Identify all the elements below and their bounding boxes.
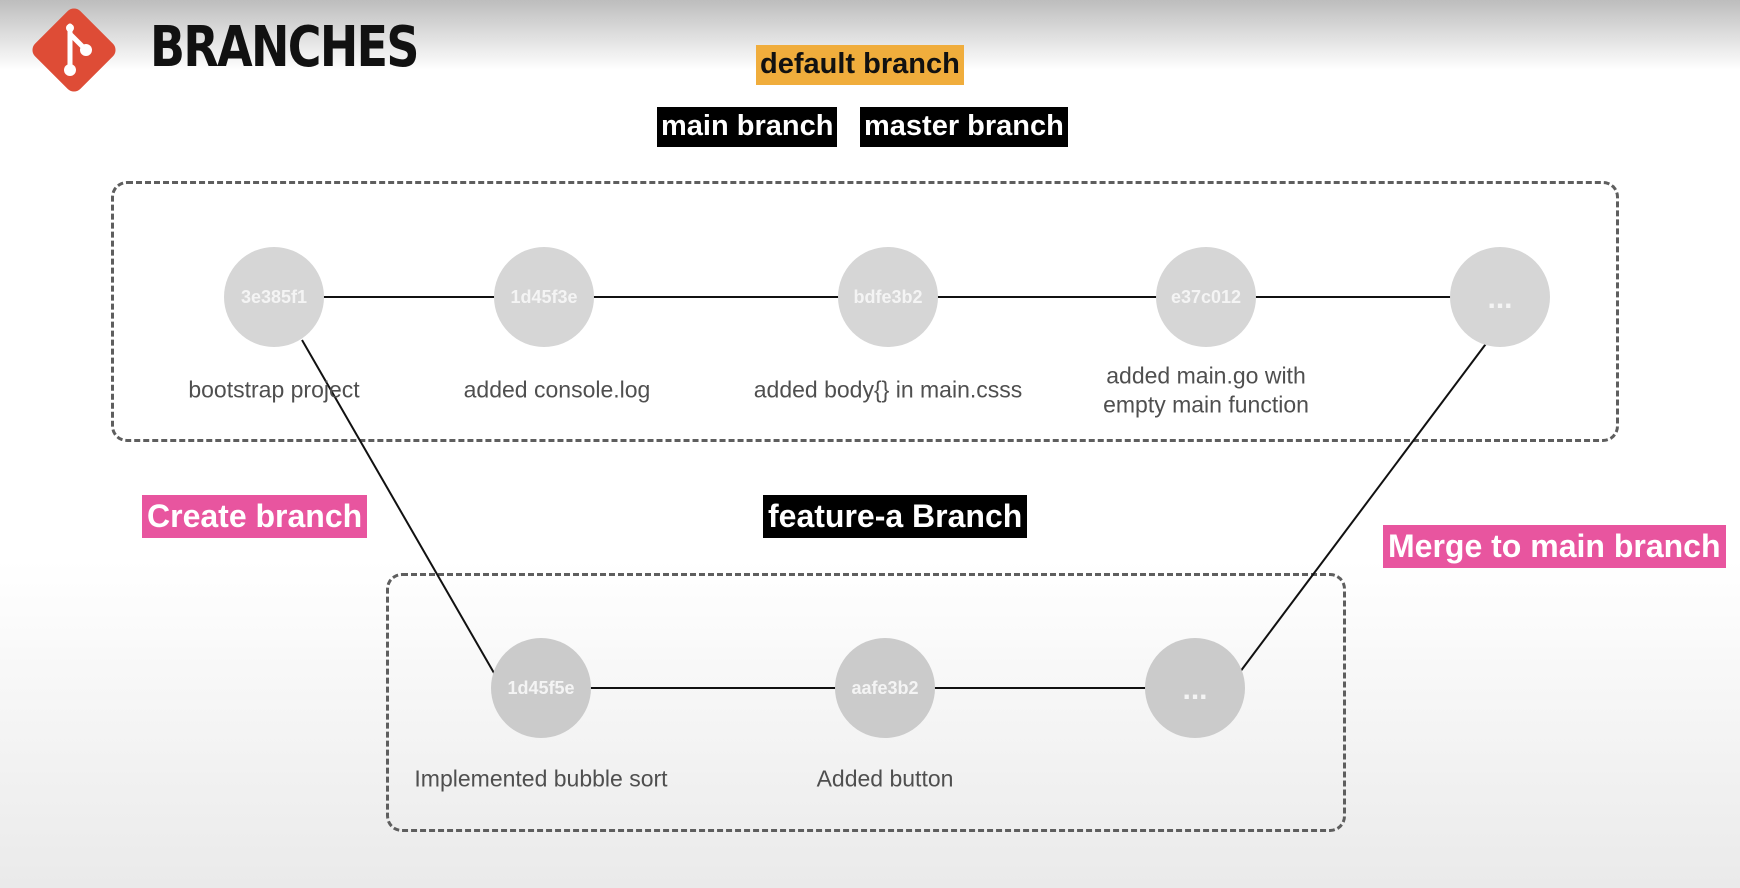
merge-tag: Merge to main branch — [1383, 525, 1726, 568]
commit-node[interactable]: e37c012 — [1156, 247, 1256, 347]
create-branch-link — [301, 339, 495, 674]
commit-node-more[interactable]: ... — [1145, 638, 1245, 738]
commit-message: added console.log — [463, 376, 651, 403]
default-branch-tag: default branch — [756, 45, 964, 85]
commit-node-more[interactable]: ... — [1450, 247, 1550, 347]
main-branch-group — [111, 181, 1619, 442]
commit-message: Added button — [816, 765, 954, 792]
feature-branch-tag: feature-a Branch — [763, 495, 1028, 538]
main-branch-tag: main branch — [657, 107, 838, 147]
master-branch-tag: master branch — [860, 107, 1068, 147]
commit-node[interactable]: aafe3b2 — [835, 638, 935, 738]
merge-link — [1230, 332, 1495, 685]
commit-message: added main.go with empty main function — [1103, 362, 1309, 417]
page-title: BRANCHES — [150, 15, 419, 80]
commit-node[interactable]: 3e385f1 — [224, 247, 324, 347]
commit-node[interactable]: bdfe3b2 — [838, 247, 938, 347]
git-logo-icon — [28, 4, 120, 96]
commit-node[interactable]: 1d45f3e — [494, 247, 594, 347]
commit-message: added body{} in main.csss — [753, 376, 1023, 403]
create-branch-tag: Create branch — [142, 495, 368, 538]
commit-message: bootstrap project — [188, 376, 360, 403]
feature-branch-group — [386, 573, 1346, 832]
commit-message: Implemented bubble sort — [414, 765, 668, 792]
commit-node[interactable]: 1d45f5e — [491, 638, 591, 738]
